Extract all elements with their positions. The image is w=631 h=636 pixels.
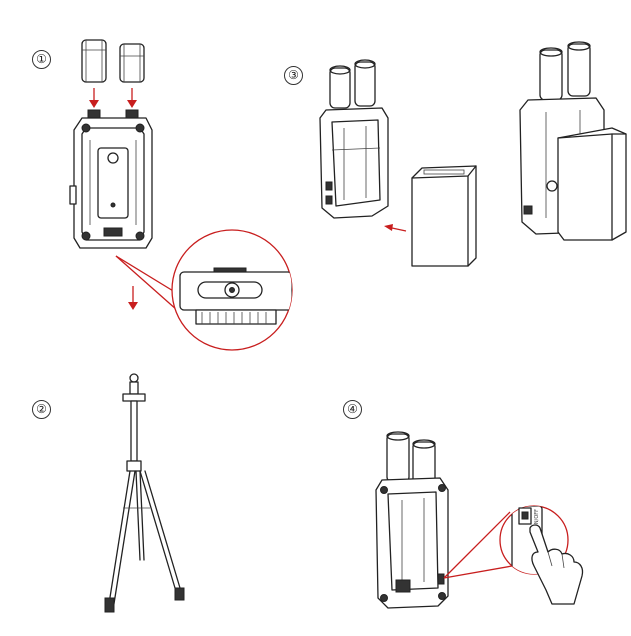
transmitter-with-battery bbox=[519, 41, 627, 241]
battery-icon bbox=[411, 165, 477, 267]
hand-pointer-icon bbox=[529, 524, 584, 605]
zoom-detail-mount bbox=[171, 229, 293, 351]
tripod-icon bbox=[104, 373, 185, 613]
transmitter-device-front bbox=[375, 431, 449, 609]
step-3-battery-installation bbox=[319, 41, 627, 267]
antenna-icon-left bbox=[81, 39, 107, 83]
step-4-power-on: ON/OFF bbox=[375, 431, 584, 609]
arrow-left-icon bbox=[384, 224, 407, 232]
antenna-icon-right bbox=[119, 43, 145, 83]
transmitter-device-side bbox=[319, 59, 389, 219]
arrow-down-icon bbox=[89, 88, 137, 108]
transmitter-device-back bbox=[69, 109, 153, 249]
switch-label: ON/OFF bbox=[534, 509, 540, 528]
step-4-number: ④ bbox=[343, 400, 362, 419]
step-1-number: ① bbox=[32, 50, 51, 69]
step-2-number: ② bbox=[32, 400, 51, 419]
step-1-antenna-installation bbox=[69, 39, 293, 351]
arrow-down-icon-mount bbox=[128, 286, 138, 310]
step-3-number: ③ bbox=[284, 66, 303, 85]
